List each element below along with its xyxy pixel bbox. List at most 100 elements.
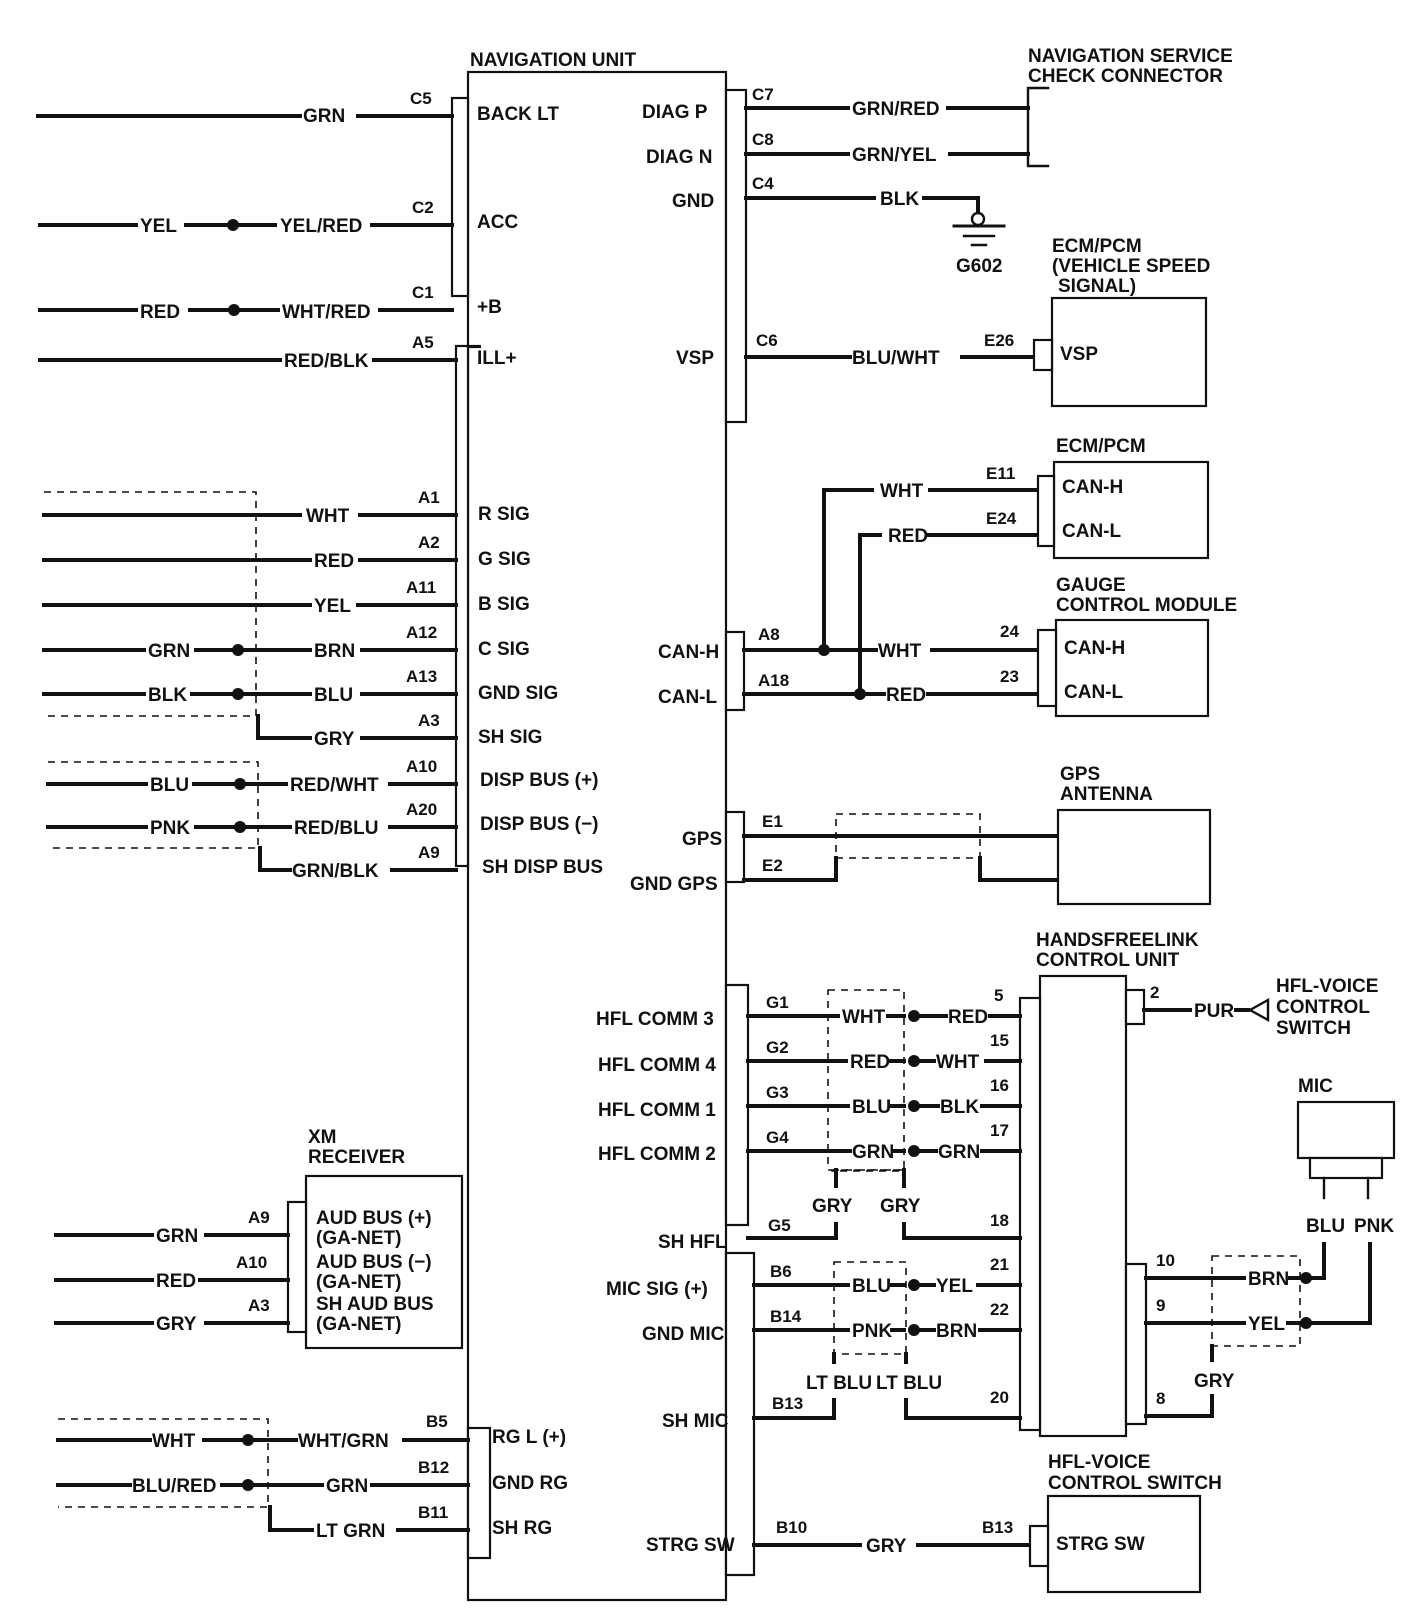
wire-label: BLU <box>1306 1216 1345 1237</box>
gps-antenna-box <box>1056 808 1212 906</box>
gauge-box <box>1054 618 1210 718</box>
wire-label: WHT <box>936 1052 980 1073</box>
strg-title: CONTROL SWITCH <box>1048 1473 1222 1494</box>
pin-label: 2 <box>1150 983 1159 1002</box>
ecm-vsp-title: ECM/PCM <box>1052 236 1142 257</box>
nav-service-check-connector: NAVIGATION SERVICE CHECK CONNECTOR <box>1026 46 1233 168</box>
nav-connector-b-right <box>724 1251 756 1577</box>
hfl-comm-shield <box>827 989 905 1171</box>
wire-label: RED <box>948 1007 988 1028</box>
ecm-vsp-box <box>1050 296 1208 408</box>
wire-label: YEL <box>314 596 351 617</box>
pin-label: 5 <box>994 986 1003 1005</box>
pin-name: STRG SW <box>646 1535 735 1556</box>
pin-label: E11 <box>986 464 1015 483</box>
pin-label: A1 <box>418 488 440 507</box>
left-wiring: GRN C5 BACK LT YEL YEL/RED C2 ACC RED WH… <box>36 89 603 1542</box>
pin-label: C8 <box>752 130 774 149</box>
nav-connector-c-left <box>450 96 470 298</box>
pin-name: (GA-NET) <box>316 1272 401 1293</box>
xm-box <box>304 1174 464 1350</box>
pin-label: G1 <box>766 993 789 1012</box>
pin-label: G2 <box>766 1038 789 1057</box>
pin-name: SH DISP BUS <box>482 857 603 878</box>
mic-box <box>1296 1100 1396 1160</box>
strg-switch: HFL-VOICE CONTROL SWITCH B13 STRG SW <box>982 1452 1222 1594</box>
wire-label-ext: WHT <box>152 1431 196 1452</box>
pin-name: GND GPS <box>630 874 718 895</box>
pin-name: DISP BUS (−) <box>480 814 598 835</box>
pin-name: SH AUD BUS <box>316 1294 434 1315</box>
wire-label: BLU/WHT <box>852 348 940 369</box>
pin-label: G5 <box>768 1216 791 1235</box>
wire-label: WHT <box>842 1007 886 1028</box>
pin-label: A13 <box>406 667 437 686</box>
pin-name: SH MIC <box>662 1411 729 1432</box>
pin-label: E1 <box>762 812 783 831</box>
pin-label: A3 <box>418 711 440 730</box>
mic-title: MIC <box>1298 1076 1333 1097</box>
gauge-connector <box>1036 628 1058 708</box>
pin-name: CAN-L <box>1064 682 1123 703</box>
pin-name: AUD BUS (−) <box>316 1252 432 1273</box>
pin-name: SH SIG <box>478 727 542 748</box>
wire-label: WHT <box>880 481 924 502</box>
pin-name: DISP BUS (+) <box>480 770 598 791</box>
hfl-title: CONTROL UNIT <box>1036 950 1180 971</box>
hfl-switch-title: SWITCH <box>1276 1018 1351 1039</box>
ecm-vsp-title: (VEHICLE SPEED <box>1052 256 1210 277</box>
pin-name: SH RG <box>492 1518 552 1539</box>
ecm-can-title: ECM/PCM <box>1056 436 1146 457</box>
pin-label: B13 <box>982 1518 1013 1537</box>
pin-label: C4 <box>752 174 774 193</box>
wire-label: WHT/GRN <box>298 1431 389 1452</box>
pin-label: B6 <box>770 1262 792 1281</box>
pin-label: B11 <box>418 1503 448 1522</box>
wire-label: RED <box>888 526 928 547</box>
pin-label: A8 <box>758 625 780 644</box>
strg-connector <box>1028 1524 1050 1568</box>
pin-label: G4 <box>766 1128 789 1147</box>
ecm-vsp-connector <box>1032 338 1054 372</box>
pin-name: VSP <box>1060 344 1098 365</box>
pin-name: AUD BUS (+) <box>316 1208 432 1229</box>
pin-label: A9 <box>248 1208 270 1227</box>
pin-name: DIAG P <box>642 102 708 123</box>
pin-name: (GA-NET) <box>316 1228 401 1249</box>
pin-name: HFL COMM 3 <box>596 1009 714 1030</box>
pin-label: G3 <box>766 1083 789 1102</box>
wire-label: GRN/RED <box>852 99 940 120</box>
pin-name: ILL+ <box>477 348 517 369</box>
mic: MIC BLU PNK <box>1296 1076 1396 1329</box>
pin-name: HFL COMM 4 <box>598 1055 716 1076</box>
pin-name: RG L (+) <box>492 1427 566 1448</box>
pin-name: STRG SW <box>1056 1534 1145 1555</box>
pin-label: C7 <box>752 85 774 104</box>
wire-label: RED <box>850 1052 890 1073</box>
pin-name: (GA-NET) <box>316 1314 401 1335</box>
wire-label: BLK <box>880 189 919 210</box>
hfl-title: HANDSFREELINK <box>1036 930 1199 951</box>
pin-name: CAN-H <box>658 642 719 663</box>
gps-shield <box>835 813 981 859</box>
pin-label: 24 <box>1000 622 1019 641</box>
pin-name: SH HFL <box>658 1232 727 1253</box>
xm-title: RECEIVER <box>308 1147 405 1168</box>
pin-name: CAN-L <box>658 687 717 708</box>
wire-label: GRN/YEL <box>852 145 937 166</box>
pin-name: +B <box>477 297 502 318</box>
wire-label: GRY <box>812 1196 853 1217</box>
pin-name: GND RG <box>492 1473 568 1494</box>
ground-label: G602 <box>956 256 1002 277</box>
pin-name: GND <box>672 191 714 212</box>
wire-label: BLU <box>852 1097 891 1118</box>
wire-label-ext: YEL <box>140 216 177 237</box>
pin-label: E26 <box>984 331 1014 350</box>
gauge-control-module: GAUGE CONTROL MODULE 24 23 CAN-H CAN-L <box>1000 575 1237 718</box>
ecm-pcm-can: ECM/PCM WHT RED E11 E24 CAN-H CAN-L <box>880 436 1210 560</box>
nav-connector-a-right <box>724 630 746 712</box>
pin-label: 10 <box>1156 1251 1175 1270</box>
hfl-connector-left <box>1018 996 1042 1432</box>
wire-label: RED <box>314 551 354 572</box>
pin-label: B5 <box>426 1412 448 1431</box>
